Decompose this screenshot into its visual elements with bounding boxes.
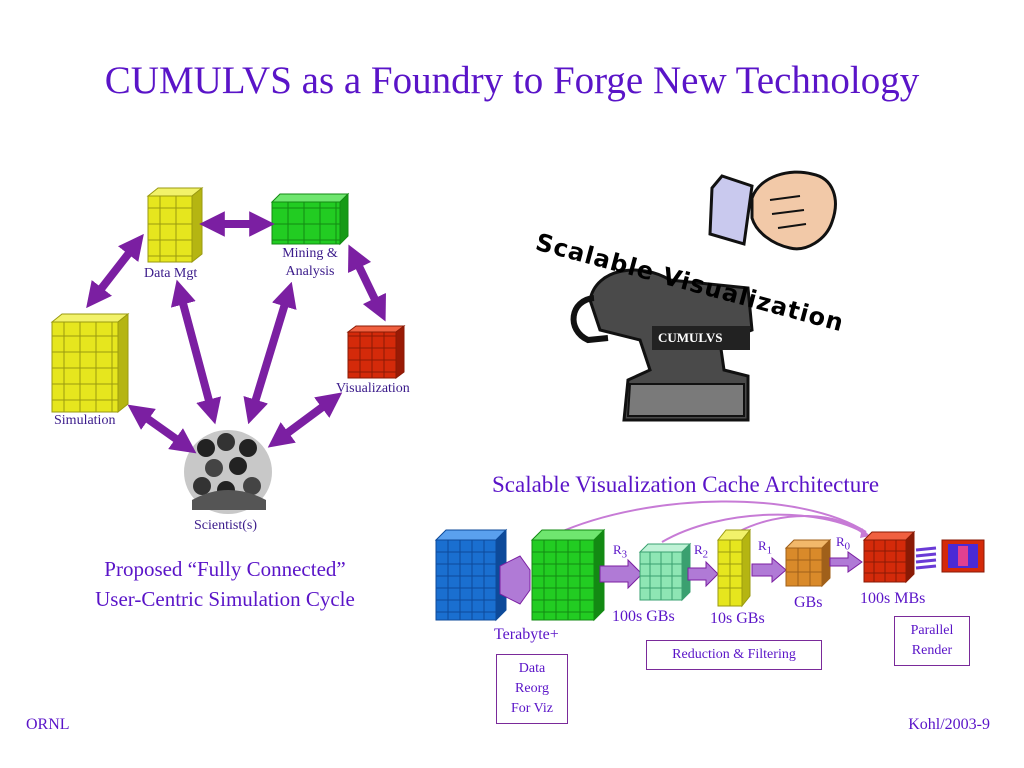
r2-label: R2 xyxy=(694,542,709,561)
arrow-mining-scientists xyxy=(243,281,297,425)
visualization-cube-icon xyxy=(346,325,406,379)
r0-label: R0 xyxy=(836,534,851,553)
footer-left: ORNL xyxy=(26,716,70,733)
box-parallel-render: Parallel Render xyxy=(894,616,970,666)
label-mining: Mining & xyxy=(282,246,338,261)
render-display-icon xyxy=(941,539,985,573)
box-data-reorg-line3: For Viz xyxy=(510,701,554,716)
box-reduction-filtering: Reduction & Filtering xyxy=(646,640,822,670)
label-100s-gbs: 100s GBs xyxy=(612,608,675,625)
arrow-datamgt-scientists xyxy=(170,279,222,425)
label-visualization: Visualization xyxy=(336,381,410,396)
arrow-simulation-scientists xyxy=(127,404,197,454)
arrow-datamgt-simulation xyxy=(86,233,144,309)
yellow-slab-icon xyxy=(716,528,752,608)
box-parallel-line1: Parallel xyxy=(910,623,954,638)
box-data-reorg: Data Reorg For Viz xyxy=(496,654,568,724)
green-cube-icon xyxy=(530,528,606,622)
cache-heading: Scalable Visualization Cache Architectur… xyxy=(492,472,880,497)
data-mgt-cube-icon xyxy=(146,186,204,264)
arrow-mining-visualization xyxy=(348,244,386,322)
label-simulation: Simulation xyxy=(54,413,116,428)
blue-cube-icon xyxy=(434,528,508,622)
anvil-icon xyxy=(570,268,754,422)
anvil-cumulvs-label: CUMULVS xyxy=(658,330,723,345)
box-data-reorg-line1: Data xyxy=(518,661,546,676)
label-100s-mbs: 100s MBs xyxy=(860,590,926,607)
r3-label: R3 xyxy=(613,542,628,561)
label-10s-gbs: 10s GBs xyxy=(710,610,765,627)
label-analysis: Analysis xyxy=(285,264,335,279)
arrow-visualization-scientists xyxy=(267,392,343,448)
red-cube-icon xyxy=(862,530,916,584)
footer-right: Kohl/2003-9 xyxy=(908,716,990,733)
cycle-caption-line2: User-Centric Simulation Cycle xyxy=(95,587,355,611)
cycle-caption-line1: Proposed “Fully Connected” xyxy=(104,557,346,581)
scientists-crowd-icon xyxy=(184,430,272,514)
page-title: CUMULVS as a Foundry to Forge New Techno… xyxy=(104,59,920,102)
render-stripes-icon xyxy=(915,546,937,570)
box-data-reorg-line2: Reorg xyxy=(515,681,549,696)
label-scientists: Scientist(s) xyxy=(194,518,257,533)
simulation-cube-icon xyxy=(50,312,130,414)
orange-cube-icon xyxy=(784,538,832,588)
box-parallel-line2: Render xyxy=(911,643,953,658)
mining-cube-icon xyxy=(270,192,350,246)
cycle-caption: Proposed “Fully Connected” User-Centric … xyxy=(40,554,410,614)
label-terabyte: Terabyte+ xyxy=(494,626,559,643)
label-gbs: GBs xyxy=(794,594,823,611)
hammer-icon xyxy=(708,170,837,251)
label-data-mgt: Data Mgt xyxy=(144,266,198,281)
mint-cube-icon xyxy=(638,542,692,602)
r1-label: R1 xyxy=(758,538,773,557)
